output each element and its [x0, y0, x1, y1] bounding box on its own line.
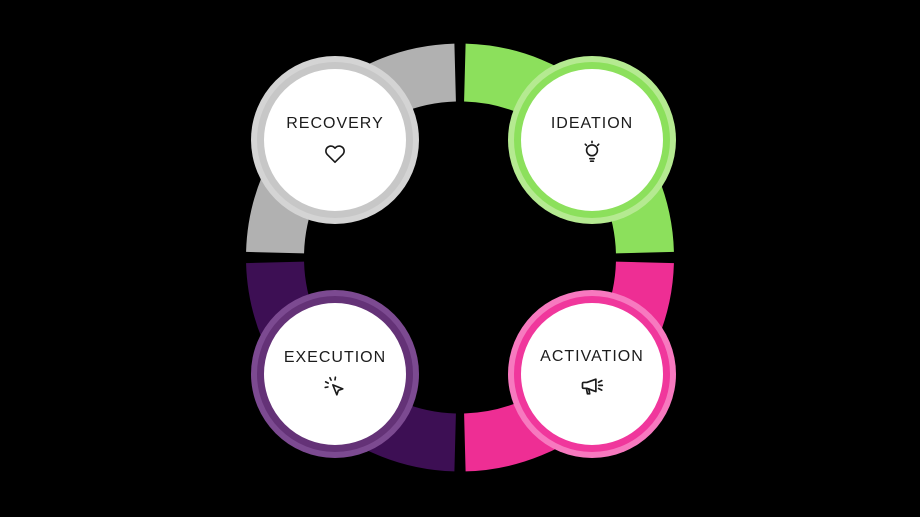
node-ideation-label: IDEATION	[550, 114, 634, 132]
node-activation-label: ACTIVATION	[540, 348, 644, 365]
node-activation: ACTIVATION	[514, 296, 670, 452]
node-recovery: RECOVERY	[257, 62, 413, 218]
lightbulb-icon	[579, 139, 605, 166]
cursor-click-icon	[322, 374, 348, 400]
megaphone-icon	[579, 373, 606, 400]
node-execution: EXECUTION	[257, 296, 413, 452]
node-execution-label: EXECUTION	[283, 348, 387, 366]
heart-icon	[322, 140, 348, 166]
node-recovery-label: RECOVERY	[286, 114, 384, 132]
node-ideation: IDEATION	[514, 62, 670, 218]
